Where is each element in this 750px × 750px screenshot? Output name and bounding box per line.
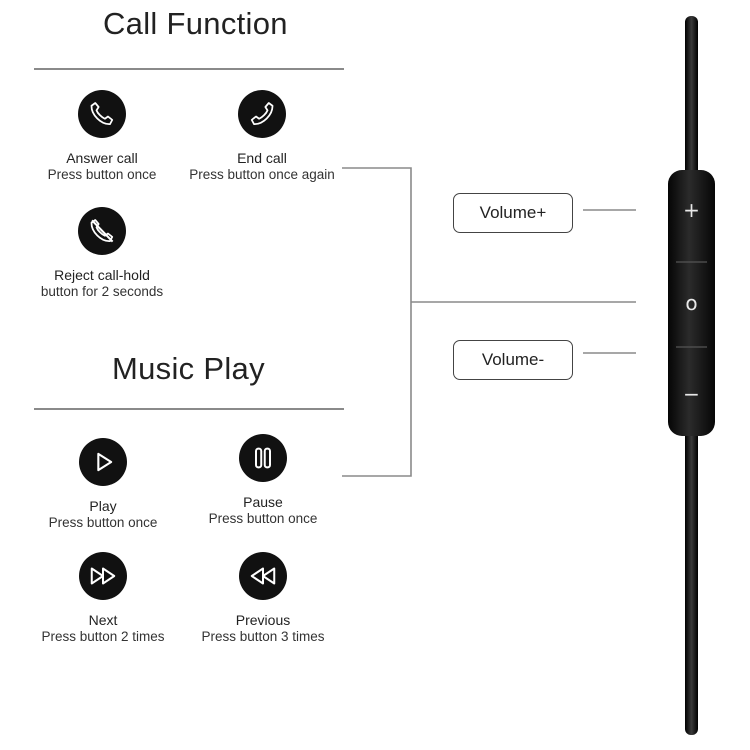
previous-item: Previous Press button 3 times	[168, 552, 358, 645]
play-title: Play	[89, 498, 117, 514]
end-call-title: End call	[237, 150, 287, 166]
phone-icon	[78, 90, 126, 138]
reject-call-item: Reject call-hold button for 2 seconds	[7, 207, 197, 300]
end-call-item: End call Press button once again	[167, 90, 357, 183]
previous-icon	[239, 552, 287, 600]
cable-top	[685, 16, 698, 176]
next-title: Next	[88, 612, 118, 628]
pause-desc: Press button once	[208, 511, 318, 526]
play-desc: Press button once	[48, 515, 158, 530]
call-function-divider	[34, 68, 344, 70]
end-call-desc: Press button once again	[189, 167, 335, 182]
next-desc: Press button 2 times	[41, 629, 165, 644]
reject-call-desc: button for 2 seconds	[40, 284, 164, 299]
previous-title: Previous	[235, 612, 291, 628]
remote-body	[668, 170, 715, 436]
volume-down-label: Volume-	[453, 340, 573, 380]
pause-item: Pause Press button once	[168, 434, 358, 527]
play-item: Play Press button once	[8, 438, 198, 531]
volume-up-label: Volume+	[453, 193, 573, 233]
pause-icon	[239, 434, 287, 482]
reject-call-title: Reject call-hold	[54, 267, 150, 283]
previous-desc: Press button 3 times	[201, 629, 325, 644]
answer-call-title: Answer call	[66, 150, 138, 166]
cable-bottom	[685, 425, 698, 735]
pause-title: Pause	[243, 494, 283, 510]
music-play-title: Music Play	[112, 351, 265, 386]
call-function-title: Call Function	[103, 6, 288, 41]
phone-reject-icon	[78, 207, 126, 255]
play-icon	[79, 438, 127, 486]
answer-call-item: Answer call Press button once	[7, 90, 197, 183]
music-play-divider	[34, 408, 344, 410]
answer-call-desc: Press button once	[47, 167, 157, 182]
next-icon	[79, 552, 127, 600]
phone-hangup-icon	[238, 90, 286, 138]
next-item: Next Press button 2 times	[8, 552, 198, 645]
